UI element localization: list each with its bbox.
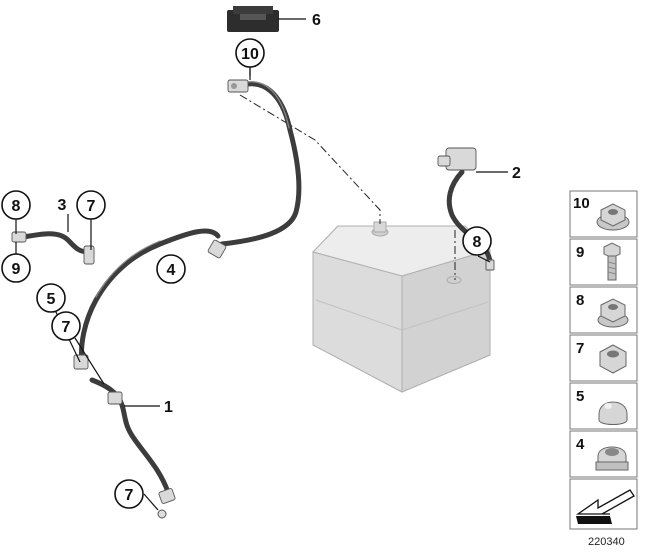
panel-item-7-label: 7 bbox=[576, 340, 584, 357]
callout-7b-label: 7 bbox=[62, 319, 71, 336]
panel-item-8-label: 8 bbox=[576, 292, 584, 309]
callout-1[interactable]: 1 bbox=[164, 399, 173, 416]
bolt-icon bbox=[603, 242, 621, 281]
panel-item-4[interactable]: 4 bbox=[569, 430, 638, 478]
connection-lines bbox=[239, 94, 456, 280]
callout-6-label: 6 bbox=[312, 12, 321, 29]
part-10-cable[interactable] bbox=[219, 79, 302, 247]
panel-item-5[interactable]: 5 bbox=[569, 382, 638, 430]
callout-8b-label: 8 bbox=[473, 234, 482, 251]
part-2-terminal-cable[interactable] bbox=[437, 147, 495, 271]
callout-8-battery[interactable]: 8 bbox=[462, 226, 492, 256]
part-6-distribution-block[interactable] bbox=[227, 6, 279, 32]
callout-10[interactable]: 10 bbox=[235, 38, 265, 68]
hex-flange-nut-icon bbox=[597, 298, 629, 328]
callout-1-label: 1 bbox=[164, 399, 173, 416]
callout-2[interactable]: 2 bbox=[512, 165, 521, 182]
panel-item-4-label: 4 bbox=[576, 436, 585, 453]
part-1-cable[interactable] bbox=[89, 377, 176, 519]
callout-5[interactable]: 5 bbox=[36, 283, 66, 313]
callout-4[interactable]: 4 bbox=[156, 254, 186, 284]
callout-7-left[interactable]: 7 bbox=[76, 190, 106, 220]
callout-4-label: 4 bbox=[167, 262, 176, 279]
parts-panel: 10 9 8 bbox=[569, 190, 638, 530]
panel-item-7[interactable]: 7 bbox=[569, 334, 638, 382]
callout-8-left[interactable]: 8 bbox=[1, 190, 31, 220]
callout-3-label: 3 bbox=[58, 197, 67, 214]
panel-item-9-label: 9 bbox=[576, 244, 584, 261]
callout-5-label: 5 bbox=[47, 291, 56, 308]
cap-nut-icon bbox=[598, 401, 628, 425]
callout-8a-label: 8 bbox=[12, 198, 21, 215]
part-3-cable[interactable] bbox=[11, 231, 95, 265]
callout-7a-label: 7 bbox=[87, 198, 96, 215]
battery bbox=[312, 221, 491, 393]
callout-10-label: 10 bbox=[241, 46, 259, 63]
callout-7c-label: 7 bbox=[125, 487, 134, 504]
panel-item-8[interactable]: 8 bbox=[569, 286, 638, 334]
part-4-cable[interactable] bbox=[73, 228, 227, 370]
callout-2-label: 2 bbox=[512, 165, 521, 182]
reference-number: 220340 bbox=[588, 536, 625, 548]
cable-clip-icon bbox=[595, 446, 629, 471]
callout-9-label: 9 bbox=[12, 261, 21, 278]
callout-7-bottom[interactable]: 7 bbox=[114, 479, 144, 509]
direction-arrow-icon bbox=[575, 489, 635, 524]
flange-nut-icon bbox=[596, 203, 630, 231]
panel-item-10[interactable]: 10 bbox=[569, 190, 638, 238]
callout-9[interactable]: 9 bbox=[1, 253, 31, 283]
callout-6[interactable]: 6 bbox=[312, 12, 321, 29]
hex-nut-icon bbox=[599, 344, 627, 374]
callout-3[interactable]: 3 bbox=[58, 197, 67, 214]
panel-arrow bbox=[569, 478, 638, 530]
panel-item-5-label: 5 bbox=[576, 388, 584, 405]
panel-item-10-label: 10 bbox=[573, 195, 590, 212]
panel-item-9[interactable]: 9 bbox=[569, 238, 638, 286]
callout-7-middle[interactable]: 7 bbox=[51, 311, 81, 341]
